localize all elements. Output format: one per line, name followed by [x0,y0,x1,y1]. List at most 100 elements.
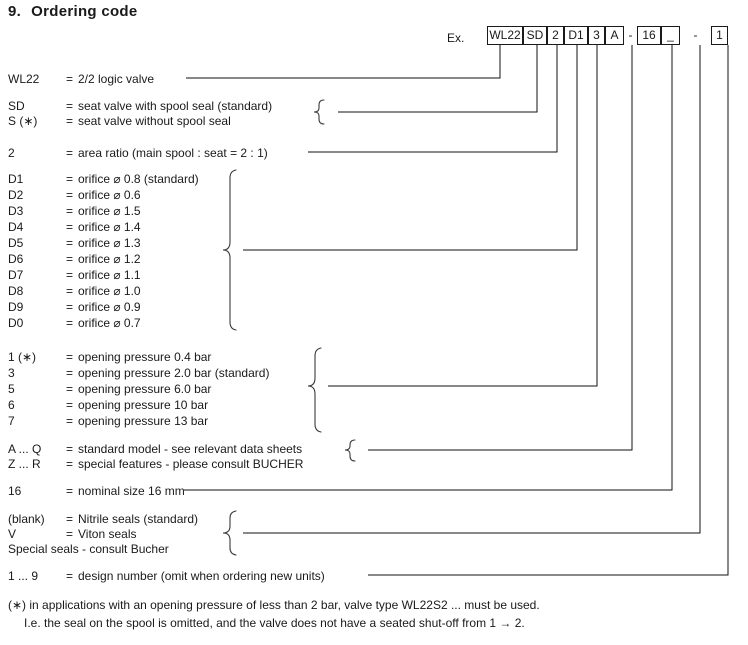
row-equals: = [66,72,74,86]
leader-design [368,45,729,576]
brace-seals [222,510,237,556]
row-value: 2/2 logic valve [78,72,155,86]
row-equals: = [66,457,74,471]
row-key: D8 [8,284,24,298]
leader-ratio [308,45,558,153]
row-value: Nitrile seals (standard) [78,512,199,526]
row-equals: = [66,350,74,364]
row-key: WL22 [8,72,40,86]
row-value: orifice ⌀ 0.8 (standard) [78,172,199,186]
brace-seal [313,99,325,125]
row-equals: = [66,204,74,218]
code-box-2: 2 [547,26,564,45]
row-value: nominal size 16 mm [78,484,185,498]
code-box-1: SD [523,26,547,45]
code-separator-0: - [628,28,633,42]
row-value: orifice ⌀ 0.9 [78,300,141,314]
code-box-4: 3 [588,26,605,45]
row-key: V [8,527,17,541]
row-value: orifice ⌀ 0.7 [78,316,141,330]
row-value: orifice ⌀ 1.0 [78,284,141,298]
row-key: 7 [8,414,15,428]
row-value: opening pressure 6.0 bar [78,382,212,396]
leader-pressure [328,45,598,387]
row-equals: = [66,252,74,266]
row-equals: = [66,366,74,380]
code-separator-1: - [693,28,698,42]
row-value: opening pressure 2.0 bar (standard) [78,366,270,380]
row-value: standard model - see relevant data sheet… [78,442,303,456]
leader-orifice [243,45,578,251]
row-key: D0 [8,316,24,330]
row-value: seat valve without spool seal [78,114,231,128]
row-equals: = [66,188,74,202]
row-value: Viton seals [78,527,137,541]
row-key: (blank) [8,512,45,526]
code-box-3: D1 [564,26,588,45]
row-key: D3 [8,204,24,218]
row-key: 2 [8,146,15,160]
code-box-5: A [605,26,624,45]
footnote-line-2: I.e. the seal on the spool is omitted, a… [24,616,525,630]
row-value: orifice ⌀ 1.2 [78,252,141,266]
row-equals: = [66,268,74,282]
row-key: D5 [8,236,24,250]
row-value: opening pressure 10 bar [78,398,209,412]
row-key: 1 ... 9 [8,569,39,583]
row-key: D1 [8,172,24,186]
code-box-6: 16 [637,26,661,45]
row-equals: = [66,382,74,396]
code-box-8: 1 [711,26,728,45]
row-equals: = [66,527,74,541]
row-key: D7 [8,268,24,282]
row-key: 1 (∗) [8,350,37,364]
leader-model [368,45,633,451]
row-value: orifice ⌀ 0.6 [78,188,141,202]
row-key: S (∗) [8,114,38,128]
row-value: orifice ⌀ 1.5 [78,204,141,218]
row-key: A ... Q [8,442,42,456]
row-equals: = [66,220,74,234]
leader-wl22 [186,45,501,79]
code-box-7: _ [661,26,680,45]
page-title: 9.Ordering code [8,3,138,20]
code-box-0: WL22 [487,26,523,45]
row-equals: = [66,172,74,186]
row-key: D4 [8,220,24,234]
row-value: opening pressure 13 bar [78,414,209,428]
leader-seal [338,45,538,113]
row-value: design number (omit when ordering new un… [78,569,325,583]
row-equals: = [66,236,74,250]
row-equals: = [66,316,74,330]
footnote-line-1: (∗) in applications with an opening pres… [8,598,540,612]
row-equals: = [66,512,74,526]
row-key: SD [8,99,25,113]
row-value: seat valve with spool seal (standard) [78,99,273,113]
row-value: opening pressure 0.4 bar [78,350,212,364]
row-equals: = [66,99,74,113]
row-equals: = [66,484,74,498]
row-value: orifice ⌀ 1.4 [78,220,141,234]
row-key: Special seals - consult Bucher [8,542,169,556]
row-value: orifice ⌀ 1.1 [78,268,141,282]
row-key: D9 [8,300,24,314]
row-key: 3 [8,366,15,380]
row-key: 6 [8,398,15,412]
row-key: D6 [8,252,24,266]
brace-pressure [307,347,322,433]
brace-model [344,439,356,462]
row-key: D2 [8,188,24,202]
row-key: 5 [8,382,15,396]
row-equals: = [66,146,74,160]
row-value: special features - please consult BUCHER [78,457,304,471]
brace-orifice [222,169,237,331]
row-value: area ratio (main spool : seat = 2 : 1) [78,146,268,160]
row-equals: = [66,442,74,456]
row-equals: = [66,569,74,583]
row-key: Z ... R [8,457,41,471]
section-title: Ordering code [31,3,138,20]
row-equals: = [66,284,74,298]
leader-seals [243,45,701,534]
row-key: 16 [8,484,22,498]
